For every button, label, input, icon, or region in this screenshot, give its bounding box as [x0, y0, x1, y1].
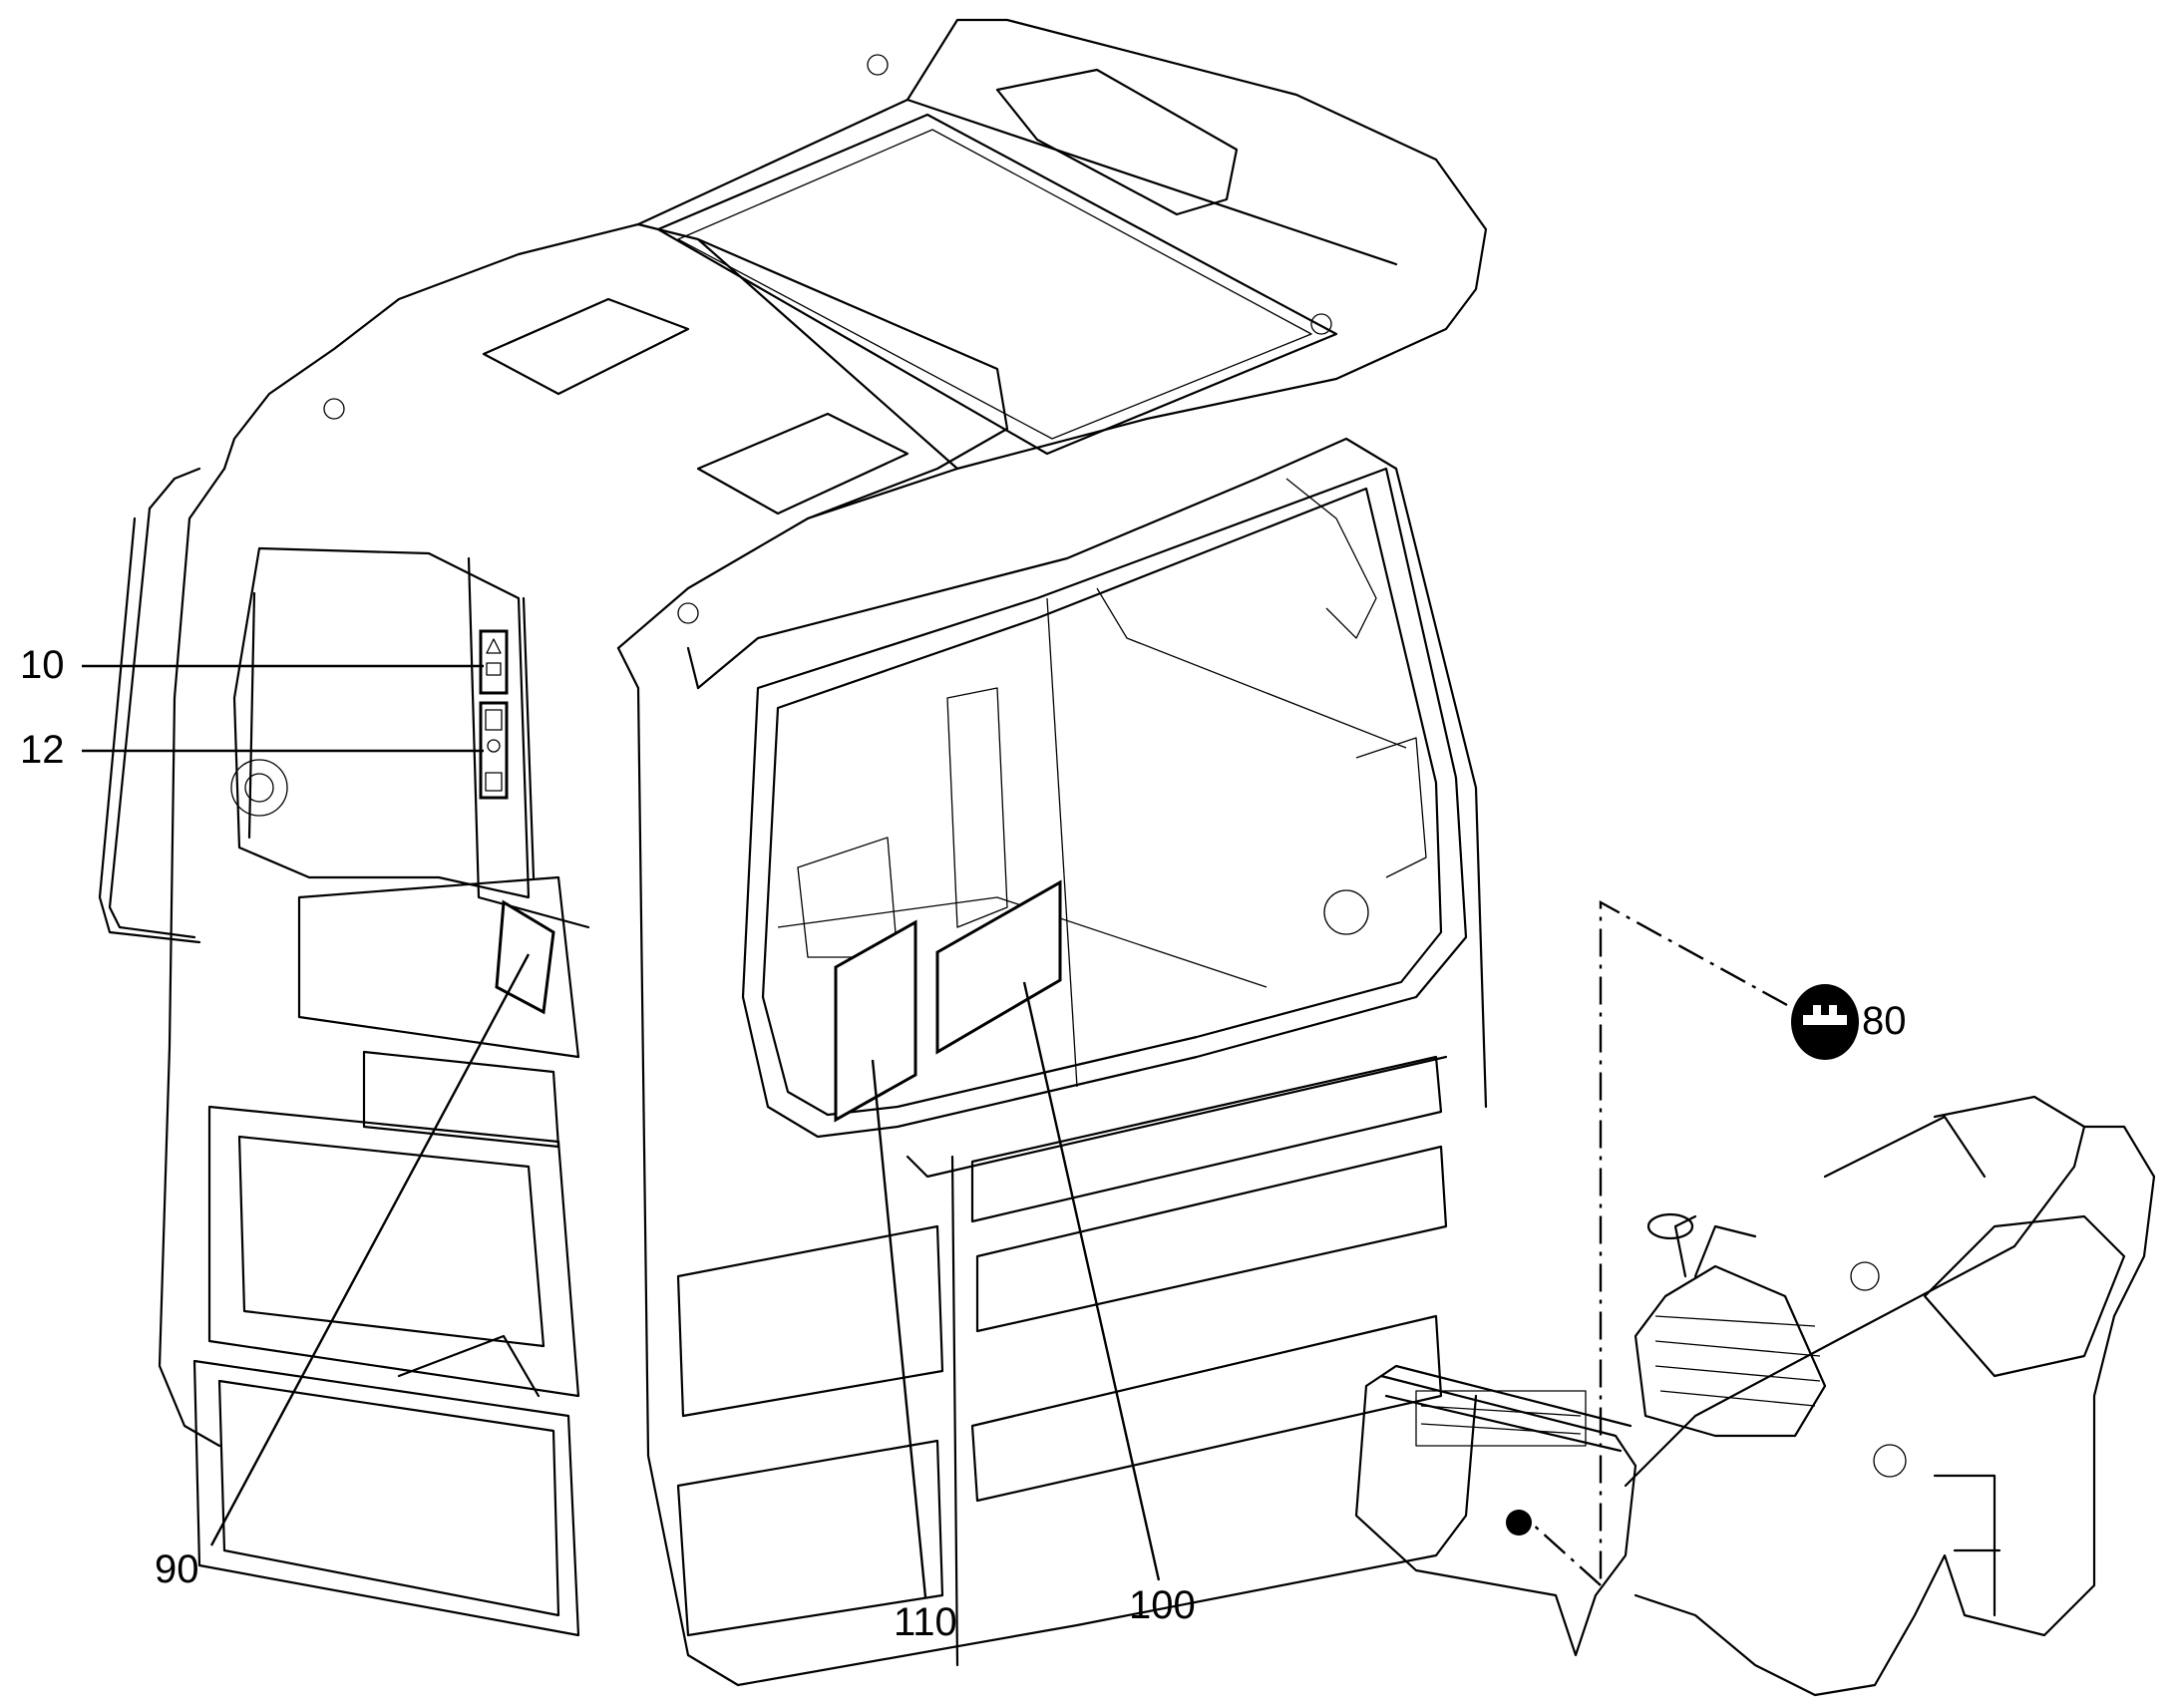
callout-12: 12 — [20, 728, 65, 772]
centerline-80 — [1530, 899, 1788, 1586]
leader-100 — [1022, 981, 1161, 1581]
keypad-buttons — [1415, 1390, 1587, 1447]
callout-90: 90 — [155, 1547, 199, 1591]
callout-110: 110 — [894, 1600, 957, 1644]
callout-80: 80 — [1862, 999, 1907, 1043]
decal-110 — [834, 919, 917, 1123]
cab-body — [98, 18, 1488, 1687]
decal-100 — [935, 879, 1062, 1055]
callout-10: 10 — [20, 643, 65, 687]
callout-100: 100 — [1129, 1583, 1196, 1627]
decal-80 — [1791, 984, 1859, 1060]
decal-12 — [479, 701, 509, 800]
leader-110 — [871, 1059, 927, 1598]
decal-90 — [495, 899, 555, 1015]
control-console — [1354, 1095, 2156, 1697]
leader-lines — [82, 664, 1788, 1598]
decal-80-mounted — [1506, 1510, 1532, 1536]
leader-90 — [209, 953, 531, 1546]
decal-10 — [479, 629, 509, 695]
